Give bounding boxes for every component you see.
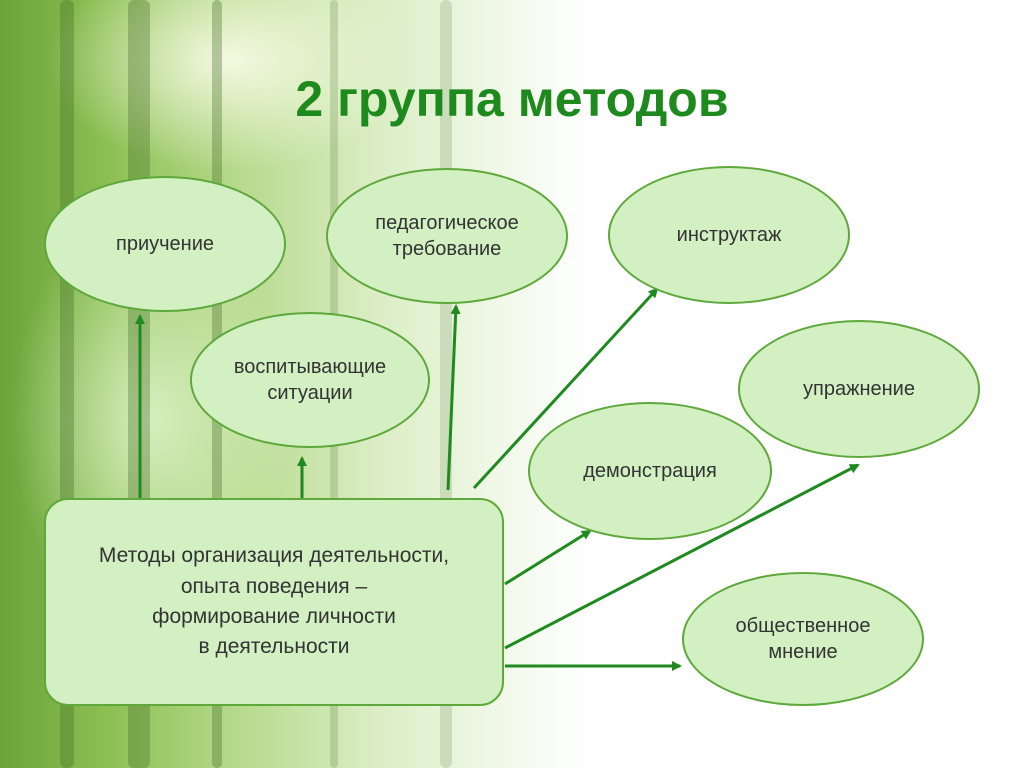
node-priuchenie-label: приучение bbox=[115, 233, 214, 255]
arrow-to-instruktazh bbox=[472, 287, 659, 490]
arrow-to-uprazhnenie bbox=[504, 463, 860, 650]
arrow-to-demonstratsiya bbox=[504, 529, 592, 586]
node-ped-trebovanie: педагогическое требование bbox=[326, 168, 568, 304]
node-demonstratsiya-label: демонстрация bbox=[583, 460, 717, 482]
node-vospit-situatsii: воспитывающие ситуации bbox=[190, 312, 430, 448]
node-obshch-mnenie-label: общественное мнение bbox=[735, 615, 871, 663]
node-ped-trebovanie-label: педагогическое требование bbox=[375, 212, 519, 260]
node-obshch-mnenie: общественное мнение bbox=[682, 572, 924, 706]
node-instruktazh: инструктаж bbox=[608, 166, 850, 304]
center-box: Методы организация деятельности, опыта п… bbox=[44, 498, 504, 706]
slide-title: 2 группа методов bbox=[295, 71, 729, 127]
node-vospit-situatsii-label: воспитывающие ситуации bbox=[233, 356, 387, 404]
node-demonstratsiya: демонстрация bbox=[528, 402, 772, 540]
center-box-label: Методы организация деятельности, опыта п… bbox=[98, 544, 450, 659]
node-uprazhnenie-label: упражнение bbox=[803, 378, 915, 400]
node-instruktazh-label: инструктаж bbox=[676, 224, 782, 246]
node-priuchenie: приучение bbox=[44, 176, 286, 312]
node-uprazhnenie: упражнение bbox=[738, 320, 980, 458]
arrow-to-ped-trebovanie bbox=[446, 304, 461, 491]
